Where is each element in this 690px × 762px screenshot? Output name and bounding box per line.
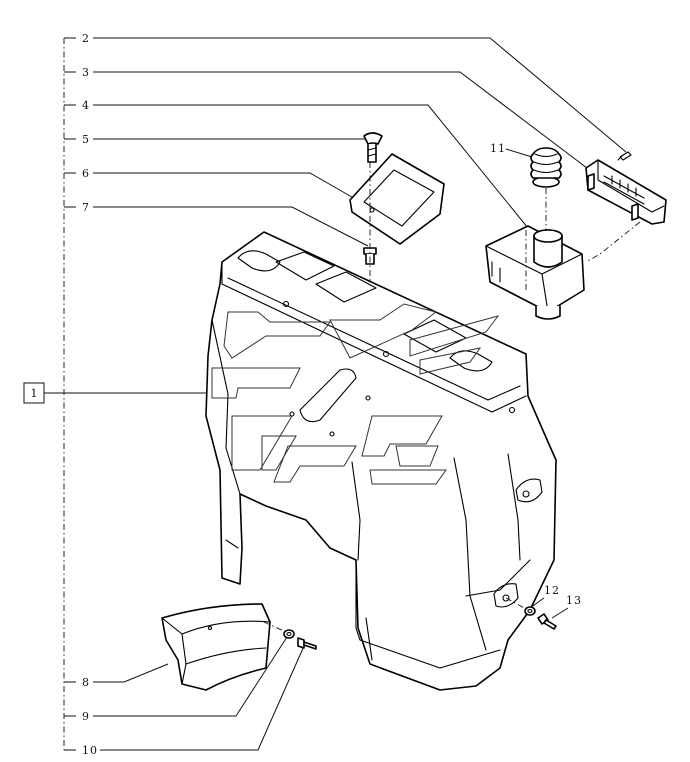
callout-label: 13 bbox=[566, 594, 582, 607]
callout-label: 5 bbox=[82, 133, 90, 146]
callout-label: 9 bbox=[82, 710, 90, 723]
assembly-path bbox=[263, 621, 287, 633]
callout-13: 13 bbox=[551, 594, 582, 619]
assembly-path bbox=[585, 221, 641, 263]
callout-label: 7 bbox=[82, 201, 90, 214]
callout-10: 10 bbox=[64, 645, 305, 757]
callout-label: 3 bbox=[82, 66, 90, 79]
screw-part-2 bbox=[617, 151, 632, 161]
reference-bracket: 1 bbox=[23, 38, 228, 750]
knob-boot-part-11 bbox=[530, 147, 562, 188]
callout-4: 4 bbox=[64, 99, 529, 229]
screw-part-10 bbox=[297, 637, 317, 650]
assembly-number: 1 bbox=[31, 387, 38, 400]
cover-plate-part-6 bbox=[349, 153, 445, 245]
callout-label: 4 bbox=[82, 99, 90, 112]
callout-11: 11 bbox=[490, 142, 533, 158]
lower-cover-part-8 bbox=[161, 603, 271, 691]
callout-label: 10 bbox=[82, 744, 98, 757]
switch-panel-part-3 bbox=[585, 159, 667, 225]
callout-label: 8 bbox=[82, 676, 90, 689]
callout-label: 2 bbox=[82, 32, 90, 45]
callout-label: 6 bbox=[82, 167, 90, 180]
screw-part-13 bbox=[537, 613, 557, 630]
watermark-logo bbox=[211, 303, 500, 485]
callout-label: 11 bbox=[490, 142, 506, 155]
callout-label: 12 bbox=[544, 584, 560, 597]
callout-6: 6 bbox=[64, 167, 365, 205]
main-housing bbox=[205, 231, 557, 691]
assembly-path bbox=[505, 597, 529, 611]
switch-module-part-4 bbox=[485, 225, 585, 320]
callout-8: 8 bbox=[64, 663, 169, 689]
bolt-part-7 bbox=[363, 247, 377, 265]
washer-part-9 bbox=[283, 629, 295, 639]
callout-9: 9 bbox=[64, 636, 288, 723]
callout-7: 7 bbox=[64, 201, 369, 247]
washer-part-12 bbox=[524, 606, 536, 616]
callout-3: 3 bbox=[64, 66, 617, 191]
callout-2: 2 bbox=[64, 32, 627, 153]
callout-5: 5 bbox=[64, 133, 366, 146]
wing-screw-part-5 bbox=[363, 132, 383, 163]
